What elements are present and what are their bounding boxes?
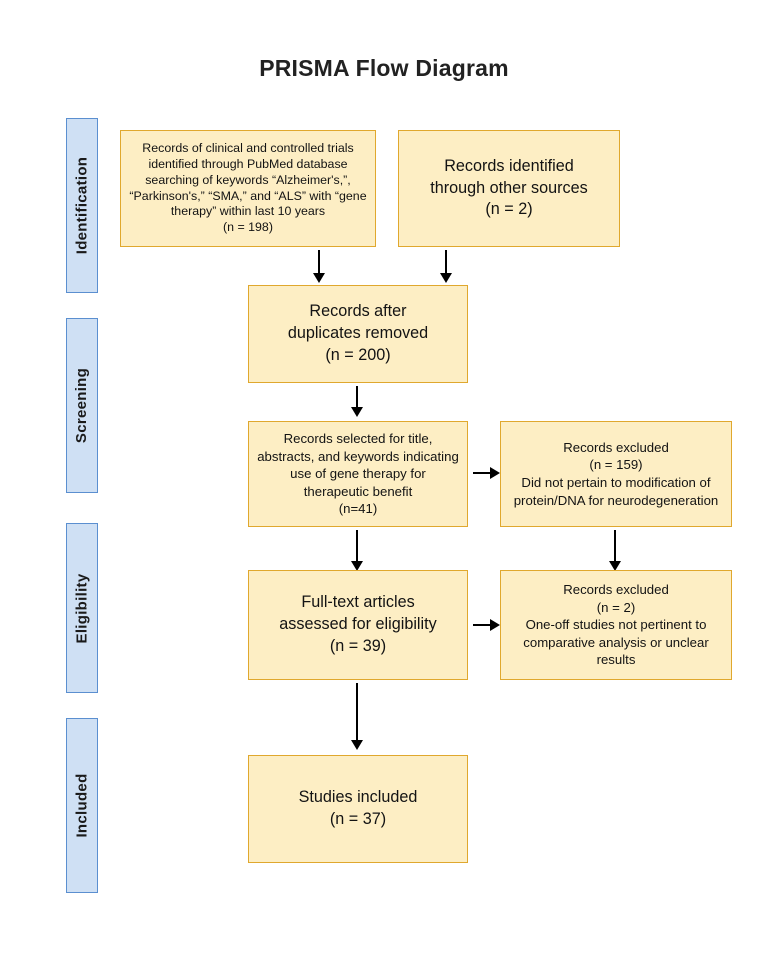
arrow-fulltext-to-excluded-eligibility: [473, 624, 491, 627]
stage-eligibility-label: Eligibility: [73, 573, 91, 643]
box-identification-other-sources[interactable]: Records identified through other sources…: [398, 130, 620, 247]
box-identification-database-text: Records of clinical and controlled trial…: [129, 141, 367, 234]
arrow-other-sources-to-duplicates: [445, 250, 448, 274]
box-records-screened-text: Records selected for title, abstracts, a…: [257, 431, 459, 517]
arrow-duplicates-to-screened: [356, 386, 359, 408]
stage-identification: Identification: [66, 118, 98, 293]
box-duplicates-removed-text: Records after duplicates removed (n = 20…: [287, 302, 429, 364]
stage-identification-label: Identification: [73, 156, 91, 255]
box-duplicates-removed[interactable]: Records after duplicates removed (n = 20…: [248, 285, 468, 383]
arrow-screened-to-fulltext: [356, 530, 359, 562]
box-fulltext-assessed-text: Full-text articles assessed for eligibil…: [279, 593, 437, 655]
stage-eligibility: Eligibility: [66, 523, 98, 693]
page-title: PRISMA Flow Diagram: [259, 55, 509, 81]
box-identification-other-sources-text: Records identified through other sources…: [430, 156, 588, 219]
arrow-database-to-duplicates: [318, 250, 321, 274]
box-studies-included-text: Studies included (n = 37): [298, 788, 418, 828]
box-excluded-eligibility[interactable]: Records excluded (n = 2) One-off studies…: [500, 570, 732, 680]
box-fulltext-assessed[interactable]: Full-text articles assessed for eligibil…: [248, 570, 468, 680]
box-identification-database[interactable]: Records of clinical and controlled trial…: [120, 130, 376, 247]
arrow-screened-to-excluded-screening: [473, 472, 491, 475]
box-studies-included[interactable]: Studies included (n = 37): [248, 755, 468, 863]
arrow-excluded-screening-to-excluded-eligibility: [614, 530, 617, 562]
stage-screening: Screening: [66, 318, 98, 493]
stage-included: Included: [66, 718, 98, 893]
stage-included-label: Included: [73, 773, 91, 838]
box-excluded-eligibility-text: Records excluded (n = 2) One-off studies…: [523, 582, 709, 668]
arrow-fulltext-to-included: [356, 683, 359, 741]
stage-screening-label: Screening: [73, 367, 91, 444]
box-excluded-screening[interactable]: Records excluded (n = 159) Did not perta…: [500, 421, 732, 527]
box-excluded-screening-text: Records excluded (n = 159) Did not perta…: [513, 439, 719, 508]
box-records-screened[interactable]: Records selected for title, abstracts, a…: [248, 421, 468, 527]
